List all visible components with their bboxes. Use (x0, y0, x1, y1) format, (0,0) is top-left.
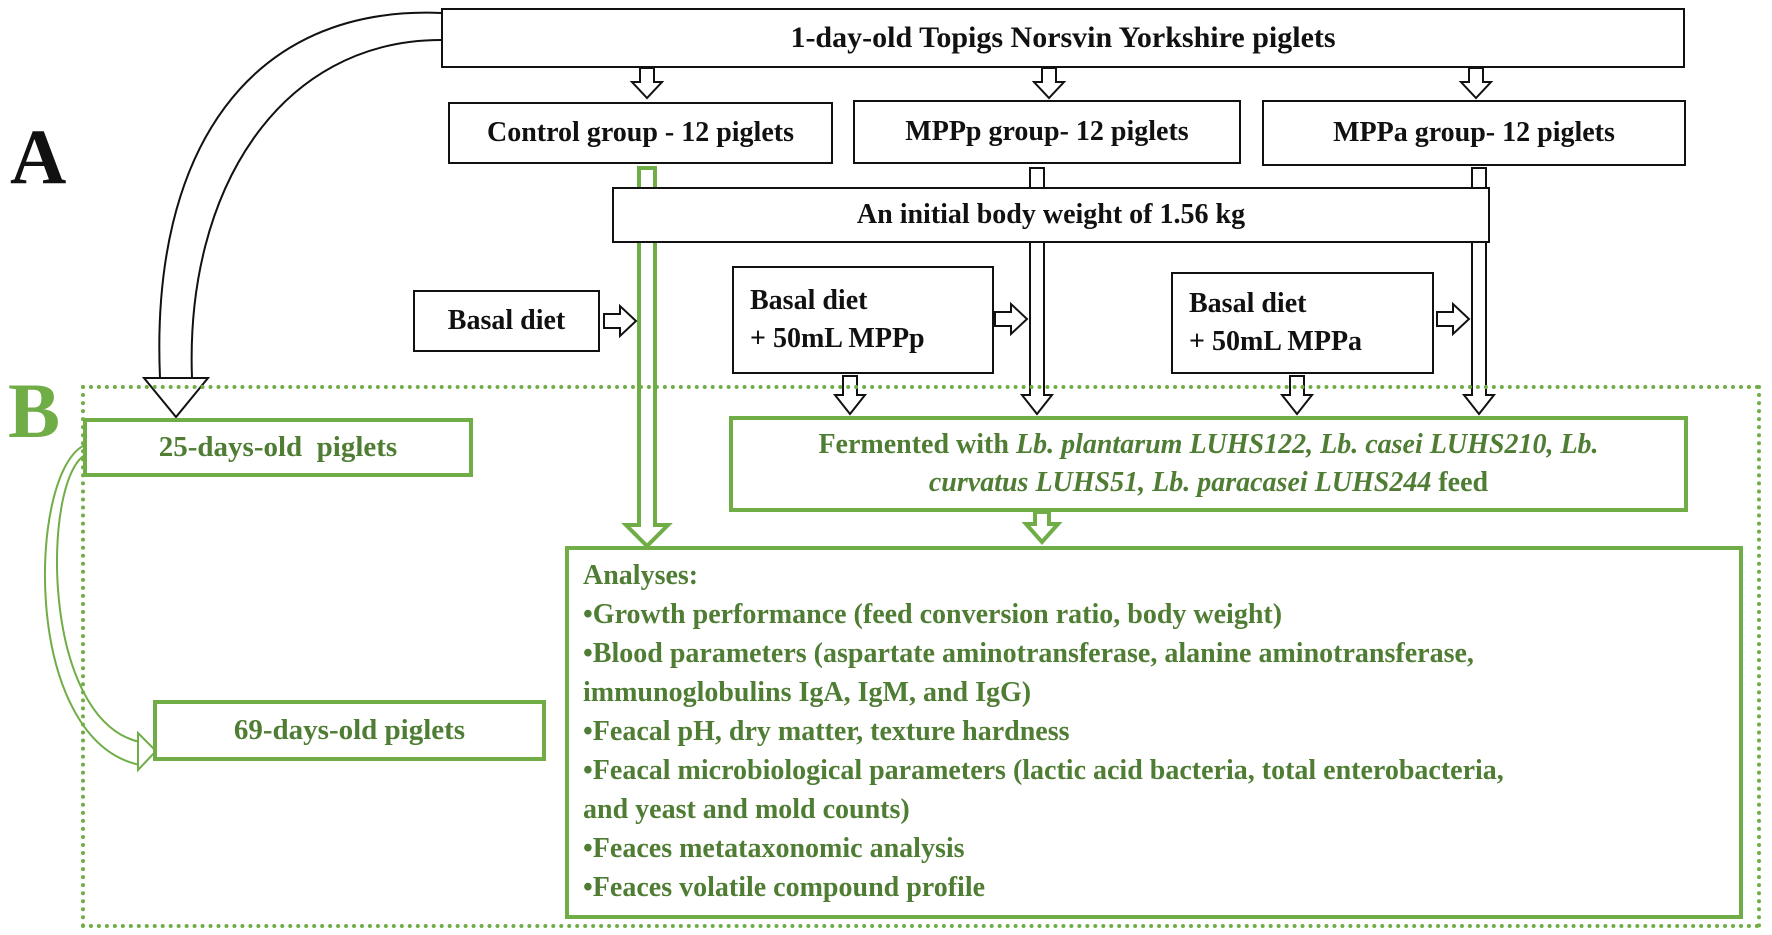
analyses-list: •Growth performance (feed conversion rat… (583, 595, 1725, 907)
control-diet-box: Basal diet (413, 290, 600, 352)
analysis-item: •Growth performance (feed conversion rat… (583, 599, 1283, 630)
curved-arrow-25-to-69-outer (44, 444, 141, 766)
curved-arrow-25-to-69-inner (55, 454, 141, 743)
analyses-title: Analyses: (583, 560, 699, 591)
curved-arrow-to-25-days (158, 11, 442, 379)
panel-label-b: B (8, 367, 61, 454)
mppa-diet-line1: Basal diet (1189, 288, 1307, 320)
mppp-diet-box: Basal diet + 50mL MPPp (732, 266, 994, 374)
analysis-item: •Blood parameters (aspartate aminotransf… (583, 638, 1474, 669)
curved-arrow-25-to-69-head (137, 730, 158, 773)
down-arrow-control (629, 67, 665, 100)
mppp-diet-line2: + 50mL MPPp (750, 323, 925, 354)
analysis-item: and yeast and mold counts) (583, 794, 910, 825)
fermented-strains-2: curvatus LUHS51, Lb. paracasei LUHS244 (928, 467, 1432, 498)
fermented-prefix: Fermented with (818, 429, 1016, 460)
analysis-item: immunoglobulins IgA, IgM, and IgG) (583, 677, 1032, 708)
analysis-item: •Feacal microbiological parameters (lact… (583, 755, 1504, 786)
mppa-diet-line2: + 50mL MPPa (1189, 326, 1363, 357)
analysis-item: •Feaces metataxonomic analysis (583, 833, 965, 864)
mppa-group-box: MPPa group- 12 piglets (1262, 100, 1686, 166)
down-arrow-mppp-diet (832, 375, 868, 416)
down-arrow-mppa-diet (1279, 375, 1315, 416)
down-arrow-mppa (1458, 67, 1494, 100)
piglets-source-box: 1-day-old Topigs Norsvin Yorkshire pigle… (441, 8, 1685, 68)
right-arrow-control-diet (603, 303, 638, 339)
age-start-box: 25-days-old piglets (83, 418, 473, 477)
curved-arrow-to-25-days-inner (190, 39, 442, 379)
mppp-diet-line1: Basal diet (750, 285, 868, 317)
fermented-feed-box: Fermented with Lb. plantarum LUHS122, Lb… (729, 416, 1688, 512)
fermented-suffix: feed (1431, 467, 1489, 498)
right-arrow-mppp-diet (994, 301, 1029, 337)
fermented-line2: curvatus LUHS51, Lb. paracasei LUHS244 f… (929, 464, 1488, 502)
right-arrow-mppa-diet (1436, 301, 1471, 337)
mppp-group-box: MPPp group- 12 piglets (853, 100, 1241, 164)
analysis-item: •Feacal pH, dry matter, texture hardness (583, 716, 1070, 747)
mppa-diet-box: Basal diet + 50mL MPPa (1171, 272, 1434, 374)
fermented-line1: Fermented with Lb. plantarum LUHS122, Lb… (818, 426, 1598, 464)
down-arrow-mppp (1031, 67, 1067, 100)
period-b-region (81, 385, 1761, 928)
analyses-box: Analyses: •Growth performance (feed conv… (565, 546, 1743, 919)
fermented-down-arrow (1021, 510, 1063, 546)
age-end-box: 69-days-old piglets (153, 700, 546, 761)
analysis-item: •Feaces volatile compound profile (583, 872, 986, 903)
control-group-box: Control group - 12 piglets (448, 102, 833, 164)
initial-weight-box: An initial body weight of 1.56 kg (612, 187, 1490, 243)
fermented-strains-1: Lb. plantarum LUHS122, Lb. casei LUHS210… (1015, 429, 1599, 460)
panel-label-a: A (10, 113, 67, 200)
